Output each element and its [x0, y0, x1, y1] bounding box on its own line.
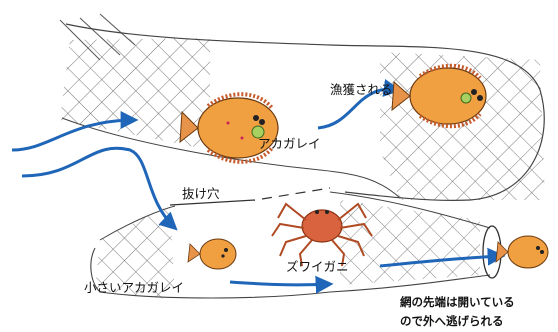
snow-crab-icon [271, 202, 373, 267]
small-flounder-label: 小さいアカガレイ [84, 280, 184, 295]
note-line-1: 網の先端は開いている [400, 295, 515, 309]
caught-label: 漁獲される [330, 82, 393, 97]
flounder-fish-icon [391, 63, 487, 129]
note-line-2: ので外へ逃げられる [400, 314, 504, 328]
escape-hole-label: 抜け穴 [182, 186, 220, 201]
water-flow-arrow-icon [317, 79, 402, 130]
water-flow-arrows [11, 79, 506, 294]
water-flow-arrow-icon [11, 111, 139, 152]
flounder-fish-icon [187, 238, 237, 270]
water-flow-arrow-icon [21, 146, 178, 231]
flounder-fish-icon [179, 92, 279, 164]
lower-net [90, 191, 491, 300]
escape-hole-line [169, 187, 331, 206]
water-flow-arrow-icon [379, 247, 506, 268]
flounder-label: アカガレイ [258, 136, 321, 151]
snow-crab-label: ズワイガニ [286, 259, 349, 274]
flounder-fish-icon [495, 235, 549, 269]
water-flow-arrow-icon [229, 275, 334, 294]
